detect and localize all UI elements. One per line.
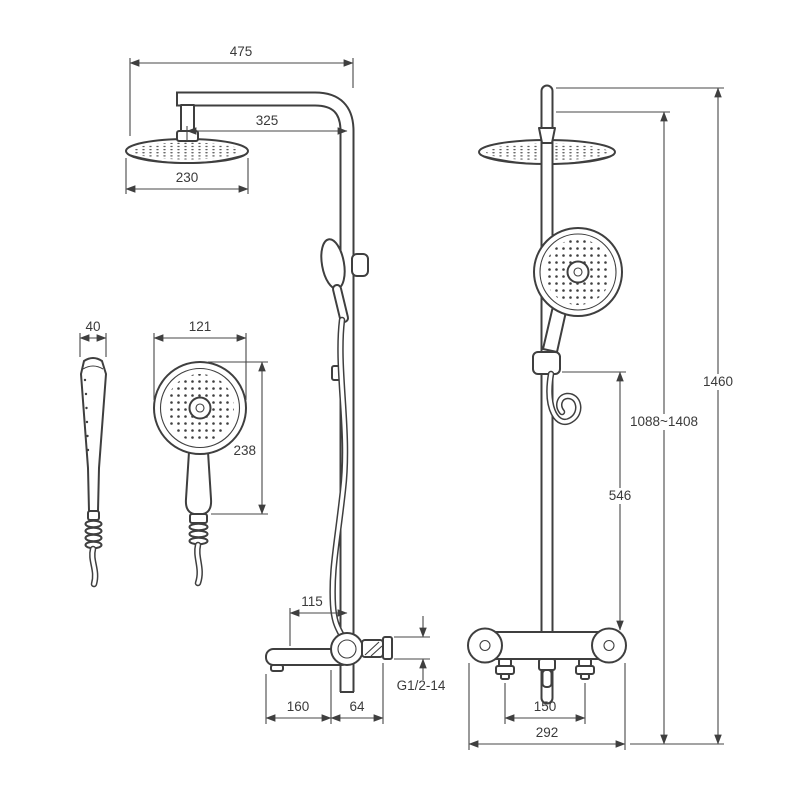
label-mask <box>697 374 739 390</box>
dim-spout-length: 160 <box>265 670 332 724</box>
hand-shower-side-view <box>80 357 107 588</box>
front-view: 1460 1088~1408 546 150 292 <box>467 84 739 750</box>
dim-spout-projection: 115 <box>289 594 348 646</box>
dim-connection-centers: 150 <box>504 683 586 724</box>
outlet-nut <box>382 636 393 660</box>
dim-label-slide-bar-length: 546 <box>609 488 632 503</box>
hose-coil <box>84 519 103 529</box>
dim-label-outlet-thread: G1/2-14 <box>397 678 446 693</box>
dim-overhead-arm-width: 475 <box>129 44 354 136</box>
dim-label-adjustable-height: 1088~1408 <box>630 414 698 429</box>
spout-aerator <box>270 664 284 672</box>
shower-hose-side <box>329 316 349 638</box>
docked-face-dot <box>573 267 583 277</box>
hose-tail-fill <box>195 543 202 585</box>
nozzle-dot <box>86 448 90 452</box>
dim-label-spout-projection: 115 <box>301 594 323 609</box>
rain-head-nozzles <box>133 142 241 160</box>
mixer-body-side <box>330 632 364 666</box>
dim-label-outlet-offset: 64 <box>349 699 365 714</box>
nozzle-dot <box>85 420 89 424</box>
dim-arm-projection: 325 <box>186 113 348 141</box>
center-outlet-stub <box>541 669 553 688</box>
mixer-knob-right-dot <box>603 639 615 652</box>
dim-label-hand-shower-length: 238 <box>233 443 256 458</box>
mixer-knob-left-dot <box>479 639 491 652</box>
wall-union-left <box>495 658 515 680</box>
docked-face-cap <box>566 260 590 284</box>
rain-head-rim <box>126 153 248 164</box>
rain-head-cone <box>538 127 556 144</box>
hose-coil <box>188 529 209 539</box>
dim-outlet-offset: 64 <box>330 663 384 724</box>
holder-bracket <box>351 253 369 277</box>
dim-hand-shower-length: 238 <box>208 361 268 515</box>
hose-coil <box>84 533 103 543</box>
dim-label-total-height: 1460 <box>703 374 733 389</box>
dim-adjustable-height: 1088~1408 <box>556 111 703 745</box>
dim-label-hand-shower-diameter: 121 <box>189 319 212 334</box>
dim-label-overhead-arm-width: 475 <box>230 44 253 59</box>
nozzle-dot <box>84 392 88 396</box>
dim-label-mixer-body-width: 292 <box>536 725 559 740</box>
label-mask <box>601 488 639 504</box>
dim-total-height: 1460 <box>556 87 739 745</box>
mixer-body-detail <box>337 639 357 659</box>
dim-outlet-thread: G1/2-14 <box>394 616 446 693</box>
docked-face-ring <box>539 233 617 311</box>
rain-shower-head-side <box>125 138 249 164</box>
hose-connector-side <box>87 510 100 521</box>
fitting-hatch <box>364 641 383 657</box>
slider-holder <box>532 351 561 375</box>
hand-shower-docked-front <box>532 227 623 425</box>
dim-label-hand-shower-depth: 40 <box>85 319 100 334</box>
face-center-dot <box>195 403 205 413</box>
face-ring <box>159 367 241 449</box>
dim-hand-shower-diameter: 121 <box>153 319 247 400</box>
mixer-knob-right <box>591 627 627 664</box>
dim-rain-head-diameter: 230 <box>125 158 249 194</box>
hose-coil <box>188 522 209 532</box>
hand-shower-face-edge <box>82 365 104 370</box>
mixer-knob-left <box>467 627 503 664</box>
dim-label-connection-centers: 150 <box>534 699 557 714</box>
hose-fill <box>330 318 347 636</box>
center-outlet <box>538 658 556 671</box>
hose-connector-front <box>189 513 208 524</box>
dim-label-rain-head-diameter: 230 <box>176 170 199 185</box>
hand-shower-body-side <box>80 357 107 512</box>
hand-shower-in-holder-side <box>320 238 369 323</box>
dim-slide-bar-length: 546 <box>562 371 639 631</box>
dim-mixer-body-width: 292 <box>468 663 724 750</box>
dim-label-spout-length: 160 <box>287 699 310 714</box>
mixer-front <box>467 627 627 688</box>
hose-tail-fill <box>90 547 97 586</box>
dim-hand-shower-depth: 40 <box>79 319 107 357</box>
nozzle-dot <box>83 378 87 382</box>
nozzle-dot <box>85 406 88 410</box>
dim-label-arm-projection: 325 <box>256 113 279 128</box>
side-view: 475 325 230 40 121 <box>79 44 446 724</box>
hose-loop-fill <box>547 372 580 424</box>
docked-handle-fill <box>334 286 347 321</box>
mixer-side <box>265 632 393 672</box>
nozzle-dot <box>86 434 89 438</box>
label-mask <box>625 414 703 430</box>
hand-shower-front-view <box>153 361 247 587</box>
face-center-cap <box>188 396 212 420</box>
hose-coil <box>84 526 103 536</box>
wall-union-right <box>575 658 595 680</box>
